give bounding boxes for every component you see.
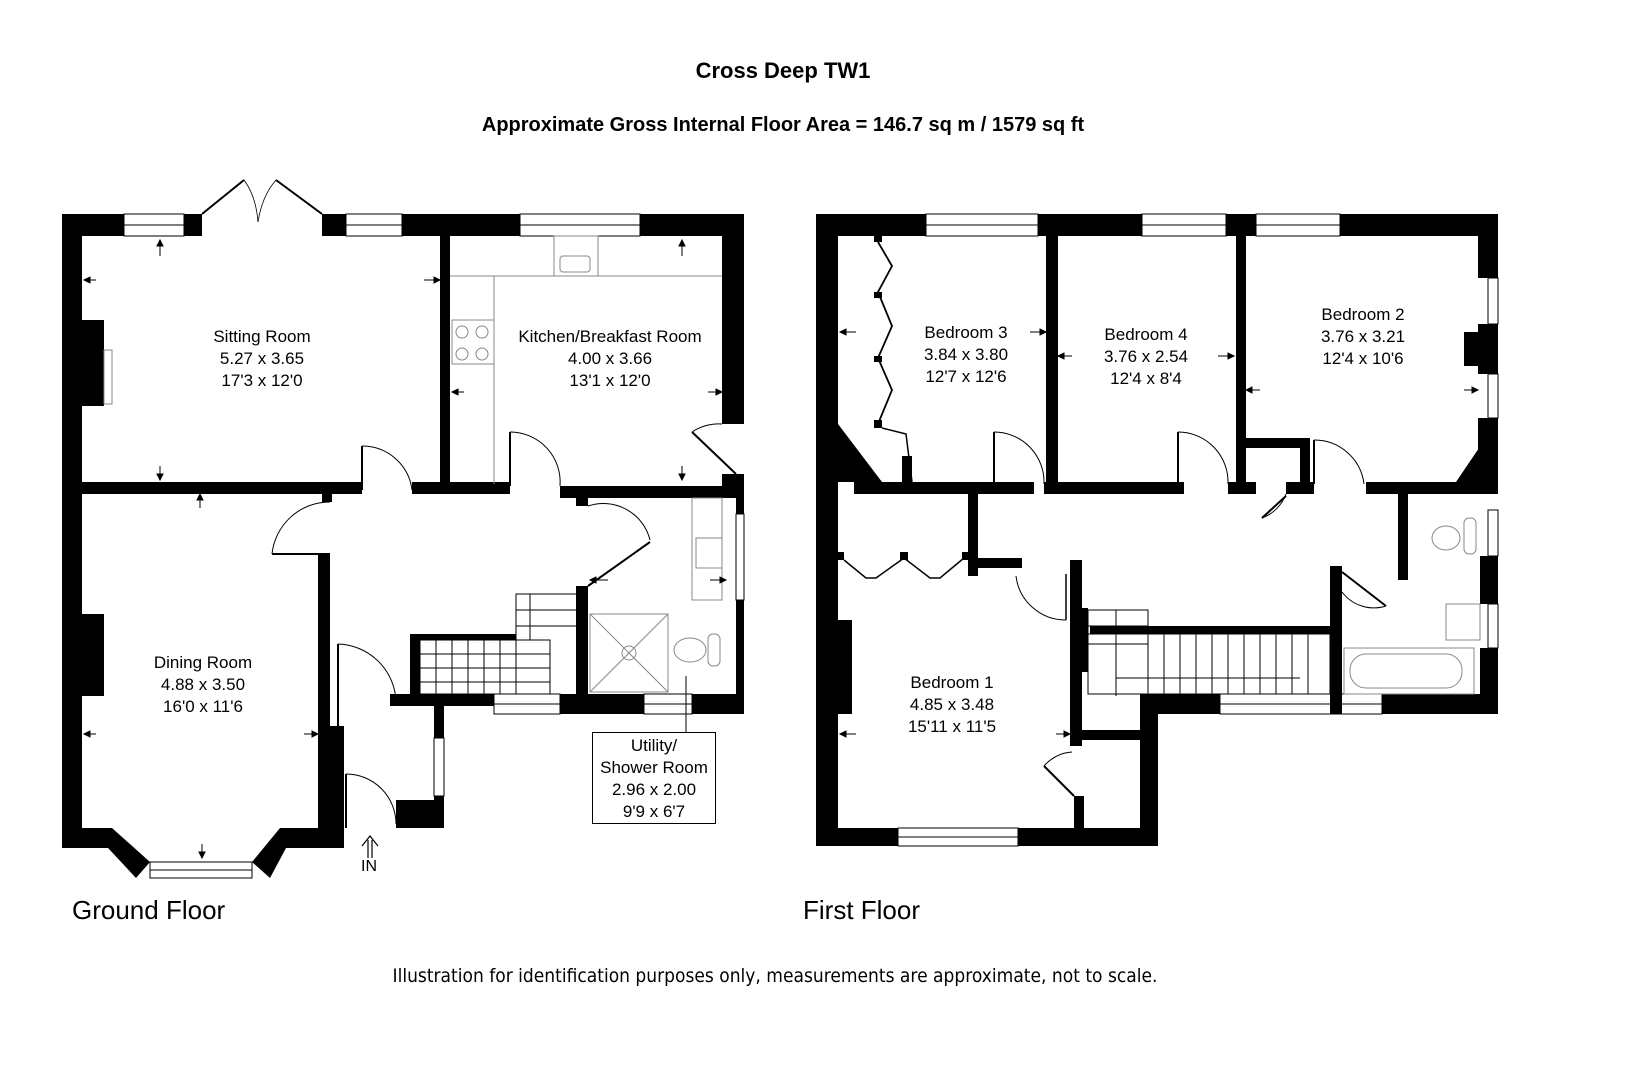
ground-floor-label: Ground Floor bbox=[72, 895, 226, 925]
disclaimer: Illustration for identification purposes… bbox=[392, 965, 1158, 987]
room-imperial: 17'3 x 12'0 bbox=[221, 371, 303, 390]
room-name: Kitchen/Breakfast Room bbox=[518, 327, 702, 346]
room-imperial: 12'4 x 8'4 bbox=[1110, 369, 1182, 388]
first-floor-label: First Floor bbox=[803, 895, 920, 925]
room-imperial: 12'7 x 12'6 bbox=[925, 367, 1007, 386]
room-bedroom-2: Bedroom 2 3.76 x 3.21 12'4 x 10'6 bbox=[1321, 304, 1405, 370]
first-floor-plan bbox=[816, 214, 1498, 846]
room-metric: 3.84 x 3.80 bbox=[923, 345, 1009, 364]
room-bedroom-4: Bedroom 4 3.76 x 2.54 12'4 x 8'4 bbox=[1104, 324, 1188, 390]
room-name: Bedroom 1 bbox=[910, 673, 994, 692]
room-bedroom-3: Bedroom 3 3.84 x 3.80 12'7 x 12'6 bbox=[924, 322, 1008, 388]
room-imperial: 9'9 x 6'7 bbox=[622, 802, 686, 821]
room-metric: 4.00 x 3.66 bbox=[567, 349, 653, 368]
room-name: Sitting Room bbox=[213, 327, 311, 346]
room-name: Dining Room bbox=[153, 653, 253, 672]
room-imperial: 12'4 x 10'6 bbox=[1322, 349, 1404, 368]
room-name: Bedroom 4 bbox=[1104, 325, 1188, 344]
room-name-line1: Utility/ bbox=[630, 736, 678, 755]
room-bedroom-1: Bedroom 1 4.85 x 3.48 15'11 x 11'5 bbox=[908, 672, 996, 738]
room-metric: 4.85 x 3.48 bbox=[909, 695, 995, 714]
room-metric: 5.27 x 3.65 bbox=[219, 349, 305, 368]
room-metric: 2.96 x 2.00 bbox=[611, 780, 697, 799]
room-dining-room: Dining Room 4.88 x 3.50 16'0 x 11'6 bbox=[154, 652, 252, 718]
room-name: Bedroom 2 bbox=[1321, 305, 1405, 324]
room-imperial: 15'11 x 11'5 bbox=[907, 717, 997, 736]
room-metric: 3.76 x 2.54 bbox=[1103, 347, 1189, 366]
ground-floor-plan bbox=[62, 214, 744, 878]
room-metric: 3.76 x 3.21 bbox=[1320, 327, 1406, 346]
room-utility-shower: Utility/ Shower Room 2.96 x 2.00 9'9 x 6… bbox=[592, 732, 716, 824]
room-imperial: 16'0 x 11'6 bbox=[163, 697, 243, 716]
plan-title: Cross Deep TW1 bbox=[695, 58, 871, 83]
room-kitchen-breakfast: Kitchen/Breakfast Room 4.00 x 3.66 13'1 … bbox=[518, 326, 701, 392]
entrance-arrow-icon bbox=[361, 835, 379, 858]
room-metric: 4.88 x 3.50 bbox=[160, 675, 246, 694]
floor-area-summary: Approximate Gross Internal Floor Area = … bbox=[481, 114, 1085, 136]
room-name-line2: Shower Room bbox=[600, 758, 708, 777]
room-sitting-room: Sitting Room 5.27 x 3.65 17'3 x 12'0 bbox=[213, 326, 310, 392]
room-name: Bedroom 3 bbox=[924, 323, 1008, 342]
entrance-label: IN bbox=[361, 858, 377, 875]
room-imperial: 13'1 x 12'0 bbox=[569, 371, 651, 390]
